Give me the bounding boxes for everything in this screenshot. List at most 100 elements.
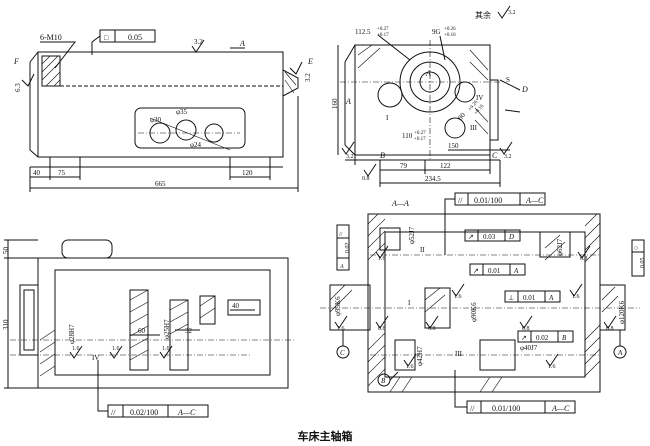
fcf-perp-symbol: ⊥ [508,294,514,302]
datum-f-label: F [13,57,19,66]
roughness-br-0: 1.6 [337,326,345,332]
dim-90: 90 [456,111,467,122]
dim-75: 75 [58,169,66,177]
dim-60: 60 [138,327,146,335]
dim-150: 150 [448,142,459,150]
tr-label-d: D [521,85,528,94]
tr-label-c: C [492,151,498,160]
runout-frame-a [469,263,526,276]
fcf-a1-symbol: ↗ [473,267,479,275]
bottom-right-view [320,192,645,414]
runout-frame-d [464,229,521,242]
roughness-right: 3.2 [304,73,312,82]
br-datum-b: B [381,377,386,385]
br-mark-i: I [408,299,411,307]
bl-mark-iv: IV [92,354,99,362]
fcf-bottom-symbol: // [470,404,475,413]
tr-mark-s: S [506,76,510,84]
dim-310: 310 [2,319,10,330]
br-mark-ii: II [420,246,425,254]
dia-40j7: φ40J7 [520,344,538,352]
roughness-br-3: 0.8 [522,326,530,332]
bl-fcf-datum: A—C [177,408,196,417]
fcf-top-symbol: // [458,196,463,205]
section-title: A—A [391,199,409,208]
dim-110-tol-lo: +0.17 [414,137,426,142]
fcf-a1-datum: A [513,267,519,275]
fcf-b-datum: B [562,334,567,342]
figure-caption: 车床主轴箱 [297,430,353,443]
fcf-b-symbol: ↗ [521,334,527,342]
hole-label-35: φ35 [176,108,188,116]
dia-90k6: φ90K6 [470,302,478,322]
roughness-tr-2: 0.8 [362,176,370,182]
perpendicularity-frame-a [504,290,561,303]
flatness-symbol-icon: □ [104,34,109,42]
roughness-br-2: 0.8 [428,326,436,332]
fcf-d-datum: D [508,233,514,241]
fcf-top-tol: 0.01/100 [474,196,502,205]
fcf-left-datum: A [339,264,344,270]
foot-right [229,156,271,168]
hole-label-30: φ30 [150,116,162,124]
bore-25h7: φ25H7 [163,319,171,339]
roughness-bl-0: 1.6 [72,346,80,352]
thread-callout: 6-M10 [40,33,62,42]
housing-outline [37,51,284,158]
tr-mark-i: I [386,114,389,122]
fcf-a1-tol: 0.01 [488,267,501,275]
br-datum-a: A [617,349,623,357]
dim-32: 32 [185,327,193,335]
roughness-tr-1: 3.2 [346,154,354,160]
dim-110-tol-up: +0.27 [414,131,426,136]
datum-a-label: A [239,39,245,48]
tr-mark-iv: IV [476,94,483,102]
bore-35 [175,119,197,141]
dim-9g-tol-lo: +0.16 [444,33,456,38]
roughness-bl-2: 1.6 [162,346,170,352]
roughness-br-4: 0.8 [606,326,614,332]
roughness-br-1: 0.8 [378,326,386,332]
runout-frame-b [517,330,574,343]
bore-III [444,117,466,139]
dim-112-5: 112.5 [355,28,371,36]
bore-28h7: φ28H7 [68,324,76,344]
roundness-frame-right [631,239,645,277]
dim-90-tol-up: +0.26 [468,100,480,112]
dim-50: 50 [2,247,10,255]
dim-665: 665 [155,180,166,188]
inspection-window [134,107,246,149]
roughness-br-8: 1.6 [548,364,556,370]
dim-40-bl: 40 [232,302,240,310]
top-left-view [21,29,303,192]
fcf-bottom-datum: A—C [551,404,570,413]
plan-outline [37,257,289,389]
dim-120: 120 [242,169,253,177]
hole-label-24: φ24 [190,141,202,149]
right-bore-120 [599,284,626,331]
roughness-left: 6.3 [14,83,22,92]
top-right-view [337,5,521,187]
dia-62j7: φ62J7 [556,238,564,256]
fcf-d-tol: 0.03 [483,233,496,241]
dia-95k6: φ95K6 [334,296,342,316]
dim-90-tol-lo: +0.16 [474,104,486,116]
roughness-tr-0: 3.2 [508,10,516,16]
parallelism-frame-left [336,224,350,271]
top-boss [61,239,113,259]
dim-110: 110 [402,132,413,140]
fcf-right-tol: 0.05 [640,258,646,269]
dim-112-5-tol-lo: +0.17 [377,33,389,38]
tr-mark-iii: III [470,124,478,132]
br-datum-c: C [340,349,345,357]
br-mark-iii: III [455,350,463,358]
datum-e-label: E [307,57,313,66]
bore-I [377,82,403,108]
foot-left [49,156,81,168]
roughness-br-7: 1.6 [572,294,580,300]
left-flange-hatch [41,55,61,87]
roughness-br-6: 1.6 [454,294,462,300]
dim-112-5-tol-up: +0.27 [377,27,389,32]
dim-40: 40 [33,169,41,177]
tr-label-a-center: A [425,69,431,78]
